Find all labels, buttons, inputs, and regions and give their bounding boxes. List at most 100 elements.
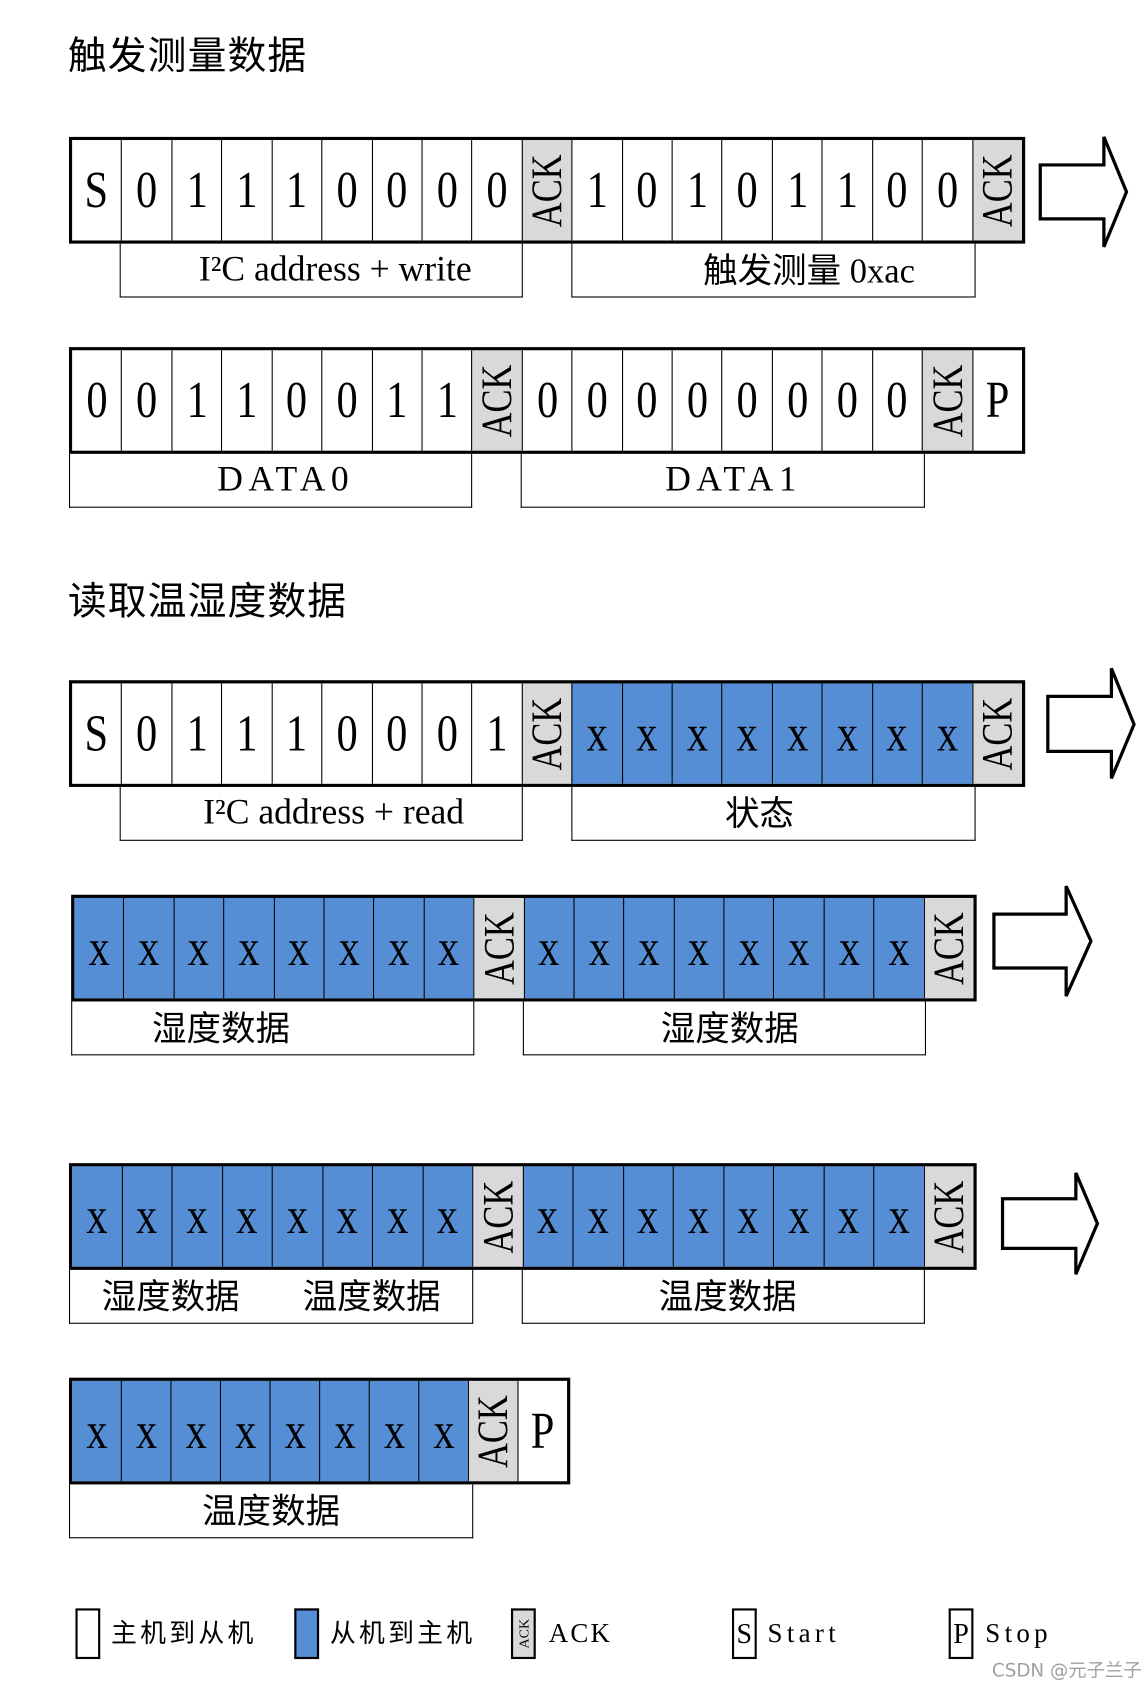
slave-data-bit-cell: x bbox=[622, 1166, 673, 1267]
cell-value: x bbox=[687, 1187, 709, 1245]
slave-data-bit-cell: x bbox=[269, 1380, 320, 1482]
byte-label-text: 温度数据 bbox=[302, 1276, 441, 1316]
byte-label-text: DATA0 bbox=[217, 460, 355, 500]
master-data-bit-cell: 0 bbox=[72, 350, 122, 451]
byte-label-text: 触发测量 0xac bbox=[703, 250, 915, 290]
cell-value: 1 bbox=[236, 371, 258, 429]
cell-value: x bbox=[432, 1401, 455, 1460]
ack-cell: ACK bbox=[923, 897, 974, 999]
section-title-trigger-measurement: 触发测量数据 bbox=[67, 34, 308, 78]
cell-value: 0 bbox=[486, 161, 508, 219]
slave-data-bit-cell: x bbox=[221, 1166, 272, 1267]
cell-value: 0 bbox=[136, 371, 158, 429]
slave-data-bit-cell: x bbox=[373, 897, 424, 999]
legend-swatch-master-to-slave bbox=[75, 1608, 101, 1660]
cell-value: x bbox=[788, 918, 810, 977]
slave-data-bit-cell: x bbox=[170, 1380, 220, 1482]
ack-cell: ACK bbox=[971, 683, 1022, 784]
cell-value: x bbox=[288, 918, 310, 977]
continuation-arrow bbox=[1038, 136, 1129, 248]
cell-value: 1 bbox=[436, 371, 458, 429]
cell-value: x bbox=[886, 704, 908, 762]
slave-data-bit-cell: x bbox=[722, 1166, 773, 1267]
cell-value: x bbox=[85, 1401, 108, 1460]
cell-value: x bbox=[336, 1187, 358, 1245]
legend-swatch-ack-text: ACK bbox=[515, 1618, 532, 1649]
cell-value: x bbox=[888, 1187, 910, 1245]
cell-value: 1 bbox=[686, 161, 708, 219]
continuation-arrow bbox=[1000, 1172, 1100, 1275]
legend-swatch-start-text: S bbox=[736, 1617, 753, 1649]
slave-data-bit-cell: x bbox=[121, 1166, 172, 1267]
slave-data-bit-cell: x bbox=[771, 683, 822, 784]
cell-value: ACK bbox=[924, 1180, 973, 1253]
cell-value: x bbox=[586, 704, 608, 762]
cell-value: x bbox=[286, 1187, 308, 1245]
slave-data-bit-cell: x bbox=[120, 1380, 171, 1482]
master-data-bit-cell: 0 bbox=[121, 140, 172, 241]
cell-value: x bbox=[383, 1401, 405, 1460]
cell-value: 0 bbox=[136, 704, 158, 762]
master-data-bit-cell: 1 bbox=[771, 140, 822, 241]
slave-data-bit-cell: x bbox=[723, 897, 774, 999]
slave-data-bit-cell: x bbox=[522, 1166, 573, 1267]
cell-value: 1 bbox=[236, 704, 258, 762]
byte-label: I²C address + read bbox=[119, 786, 523, 841]
slave-data-bit-cell: x bbox=[721, 683, 772, 784]
slave-data-bit-cell: x bbox=[72, 1380, 121, 1482]
master-data-bit-cell: 0 bbox=[521, 350, 572, 451]
cell-value: ACK bbox=[468, 1394, 517, 1468]
cell-value: ACK bbox=[522, 697, 571, 770]
cell-value: 0 bbox=[686, 371, 708, 429]
cell-value: x bbox=[638, 918, 660, 977]
byte-label: I²C address + write bbox=[119, 243, 523, 298]
continuation-arrow bbox=[1046, 667, 1136, 779]
slave-data-bit-cell: x bbox=[772, 1166, 824, 1267]
cell-value: P bbox=[985, 371, 1010, 429]
cell-value: x bbox=[686, 704, 708, 762]
cell-value: 0 bbox=[636, 371, 658, 429]
cell-value: 1 bbox=[186, 704, 208, 762]
cell-value: x bbox=[188, 918, 210, 977]
cell-value: 0 bbox=[736, 371, 758, 429]
cell-value: 1 bbox=[786, 161, 808, 219]
ack-cell: ACK bbox=[521, 683, 572, 784]
cell-value: x bbox=[234, 1401, 256, 1460]
slave-data-bit-cell: x bbox=[422, 1166, 473, 1267]
byte-label: 温度数据 bbox=[68, 1484, 474, 1539]
cell-value: x bbox=[888, 918, 910, 977]
slave-data-bit-cell: x bbox=[72, 1166, 122, 1267]
section-title-read-temperature-humidity: 读取温湿度数据 bbox=[67, 579, 348, 624]
byte-label-text: 湿度数据 bbox=[101, 1276, 240, 1316]
slave-data-bit-cell: x bbox=[523, 897, 574, 999]
legend-swatch-stop: P bbox=[948, 1608, 974, 1660]
cell-value: x bbox=[88, 918, 110, 977]
cell-value: x bbox=[437, 1187, 459, 1245]
master-data-bit-cell: 0 bbox=[421, 140, 472, 241]
master-data-bit-cell: 0 bbox=[371, 140, 422, 241]
master-data-bit-cell: 0 bbox=[921, 140, 972, 241]
slave-data-bit-cell: x bbox=[672, 1166, 723, 1267]
slave-data-bit-cell: x bbox=[371, 1166, 423, 1267]
slave-data-bit-cell: x bbox=[423, 897, 474, 999]
master-data-bit-cell: 0 bbox=[571, 350, 622, 451]
master-data-bit-cell: 0 bbox=[471, 140, 522, 241]
cell-value: x bbox=[838, 918, 860, 977]
cell-value: x bbox=[186, 1187, 208, 1245]
cell-value: 0 bbox=[436, 704, 458, 762]
cell-value: 1 bbox=[836, 161, 858, 219]
cell-value: x bbox=[386, 1187, 409, 1245]
cell-value: x bbox=[737, 1187, 760, 1245]
master-data-bit-cell: 1 bbox=[221, 683, 272, 784]
byte-label: 湿度数据 bbox=[71, 1001, 475, 1056]
cell-value: 0 bbox=[286, 371, 308, 429]
slave-data-bit-cell: x bbox=[871, 683, 922, 784]
cell-value: x bbox=[136, 1187, 158, 1245]
master-data-bit-cell: 1 bbox=[271, 140, 322, 241]
slave-data-bit-cell: x bbox=[873, 1166, 924, 1267]
cell-value: ACK bbox=[922, 364, 972, 437]
byte-label: 湿度数据 bbox=[522, 1001, 927, 1056]
master-data-bit-cell: 1 bbox=[571, 140, 622, 241]
start-condition-cell: S bbox=[72, 140, 122, 241]
